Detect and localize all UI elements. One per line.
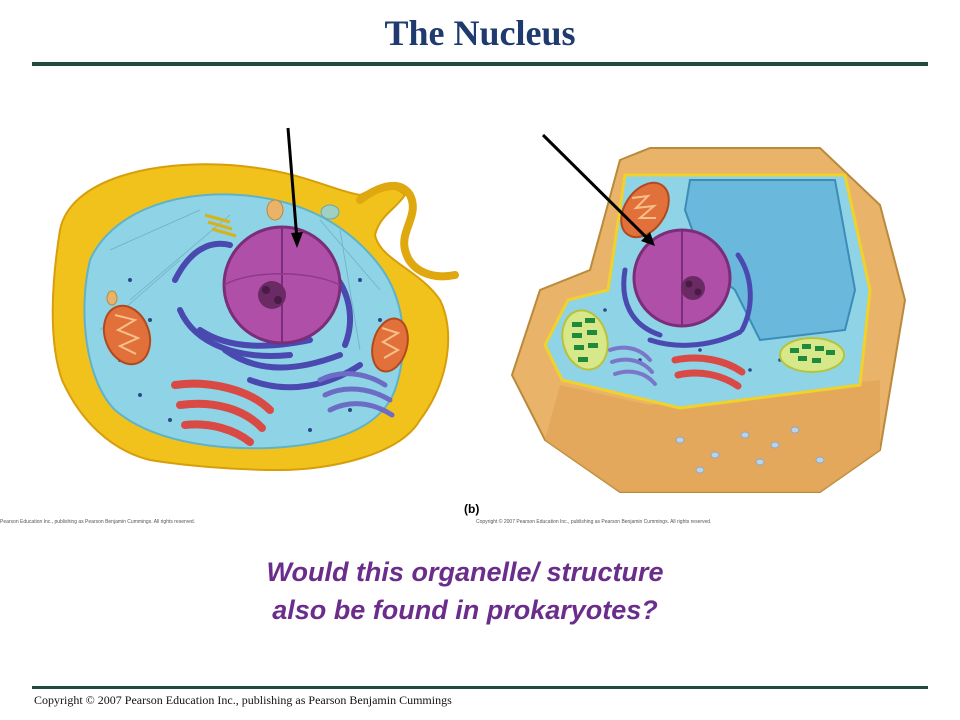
question-text: Would this organelle/ structure also be …: [266, 557, 664, 625]
panel-label: (b): [464, 502, 480, 516]
animal-golgi: [317, 371, 395, 418]
animal-mitochondrion-right: [371, 317, 409, 373]
animal-cell-extension: [356, 182, 459, 281]
plant-nucleus-arrow: [541, 133, 655, 246]
animal-centriole: [204, 213, 237, 238]
plant-nucleus: [632, 228, 732, 328]
figure-credit-left: Pearson Education Inc., publishing as Pe…: [0, 519, 196, 525]
plant-central-vacuole: [683, 179, 857, 342]
plant-chloroplast-right: [779, 337, 845, 373]
animal-cell: [51, 163, 459, 472]
copyright-footer: Copyright © 2007 Pearson Education Inc.,…: [34, 693, 452, 707]
plant-cell: [510, 147, 907, 493]
figure-credit-right: Copyright © 2007 Pearson Education Inc.,…: [476, 519, 712, 525]
animal-nucleus-arrow: [286, 127, 303, 248]
animal-smooth-er: [171, 379, 274, 446]
title-divider: [32, 62, 928, 66]
animal-nucleus: [222, 225, 342, 345]
cell-illustration: [51, 127, 907, 493]
animal-mitochondrion-left: [102, 304, 152, 366]
plant-smooth-er: [671, 354, 746, 390]
footer-divider: [32, 686, 928, 689]
plant-chloroplast-left: [561, 309, 609, 371]
slide-title: The Nucleus: [384, 13, 576, 53]
plant-rough-er: [621, 252, 753, 348]
plant-golgi: [608, 345, 657, 386]
